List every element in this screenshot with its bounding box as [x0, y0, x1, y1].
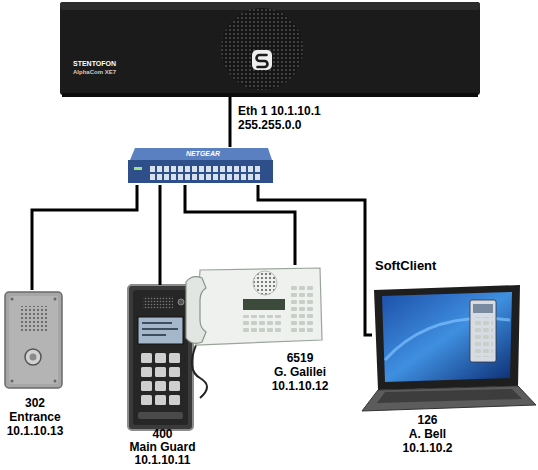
device-label: Entrance: [0, 410, 70, 424]
logo-mark: [257, 55, 268, 67]
display-line: [142, 328, 178, 330]
switch-ports: [150, 166, 262, 172]
laptop: [362, 285, 536, 411]
device-box: 400Main Guard10.1.10.11: [115, 285, 210, 468]
server-base: [62, 93, 478, 97]
network-cable: [185, 185, 295, 265]
station-display: [138, 317, 183, 344]
switch-led: [134, 167, 142, 170]
laptop-keyboard: [377, 389, 522, 403]
device-label: NETGEAR: [168, 149, 238, 158]
server-box: STENTOFONAlphaCom XE7: [60, 0, 480, 97]
device-label: G. Galilei: [255, 365, 345, 379]
call-button: [25, 349, 41, 365]
station-case: [128, 285, 193, 430]
network-cable: [258, 185, 372, 335]
station-camera: [178, 299, 184, 305]
server-case: [60, 2, 480, 95]
device-label: 10.1.10.13: [0, 424, 70, 438]
laptop-screen-frame: [374, 285, 520, 390]
device-label: STENTOFON: [73, 60, 163, 68]
guard-station: [128, 285, 193, 430]
phone-base: [196, 268, 322, 345]
logo-badge: [252, 50, 272, 70]
phone-handset: [186, 277, 206, 344]
switch-top: [130, 148, 272, 160]
server-unit: [60, 2, 480, 97]
network-cable: [159, 185, 162, 285]
laptop-screen: [382, 292, 512, 382]
speaker-grille: [221, 8, 303, 90]
laptop-base: [362, 386, 536, 411]
device-label: Main Guard: [115, 441, 210, 454]
screw: [11, 380, 14, 383]
switch-box: NETGEAR: [128, 147, 273, 185]
panel-speaker: [20, 306, 47, 332]
device-label: AlphaCom XE7: [73, 69, 163, 76]
display-line: [142, 334, 166, 336]
network-cable: [32, 185, 137, 290]
port-address-label: Eth 1 10.1.10.1 255.255.0.0: [238, 104, 338, 132]
device-box: SoftClient 126A. Bell10.1.10.2: [372, 258, 536, 458]
softclient-window: [470, 300, 496, 362]
device-box: 302Entrance10.1.10.13: [0, 290, 70, 440]
phone-speaker: [253, 271, 277, 295]
entrance-station: [5, 292, 62, 388]
station-bar: [138, 412, 183, 419]
phone-display: [243, 299, 285, 310]
station-keypad: [140, 352, 182, 408]
station-face: [133, 290, 188, 425]
switch-ports: [150, 174, 262, 180]
screw: [54, 380, 57, 383]
device-label: 10.1.10.12: [255, 379, 345, 393]
client-title: SoftClient: [375, 258, 465, 273]
panel-face: [9, 296, 58, 384]
device-label: 10.1.10.2: [390, 441, 465, 455]
network-switch: [128, 148, 273, 183]
softclient-keys: [473, 317, 493, 357]
display-line: [142, 322, 172, 324]
device-label: 6519: [255, 351, 345, 365]
network-cable: [229, 97, 232, 147]
switch-front: [128, 160, 273, 183]
device-label: 302: [0, 396, 70, 410]
device-label: A. Bell: [390, 427, 465, 441]
phone-keys: [243, 315, 283, 335]
handset-cord: [192, 345, 207, 398]
device-label: 10.1.10.11: [115, 454, 210, 467]
device-label: 126: [390, 413, 465, 427]
device-label: 400: [115, 428, 210, 441]
device-box: 6519G. Galilei10.1.10.12: [185, 265, 325, 400]
panel-plate: [5, 292, 62, 388]
station-speaker: [143, 296, 173, 309]
softclient-display: [473, 304, 493, 313]
call-button-center: [30, 354, 37, 361]
screw: [11, 298, 14, 301]
phone-keys: [290, 285, 314, 335]
screw: [54, 298, 57, 301]
